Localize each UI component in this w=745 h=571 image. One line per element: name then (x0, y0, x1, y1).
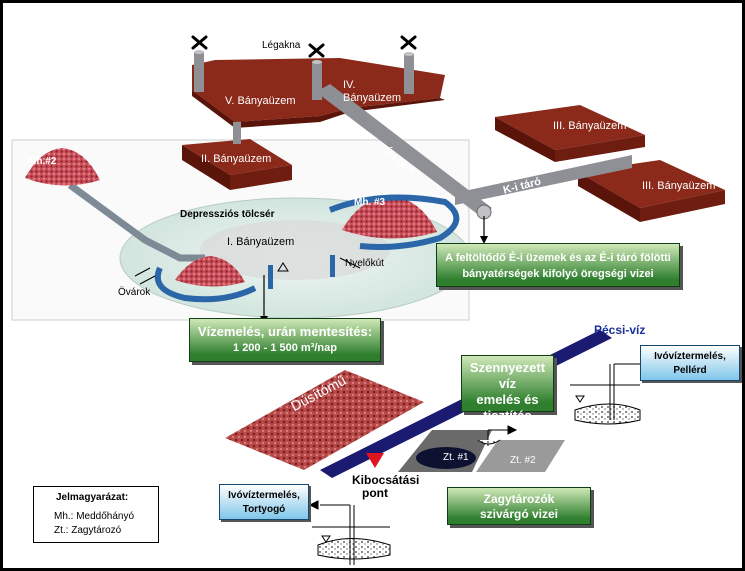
tailings-seepage-text-2: szivárgó vizei (479, 507, 559, 521)
tailings-seepage-box: Zagytározók szivárgó vizei (447, 487, 591, 525)
waste-pile-mh3 (342, 196, 437, 239)
legend-title: Jelmagyarázat: (56, 492, 129, 503)
river-label: Pécsi-víz (594, 323, 646, 337)
pellerd-text-2: Pellérd (673, 365, 707, 376)
ovarok-mark-1 (134, 267, 151, 277)
tortyogo-text-1: Ivóvíztermelés, (228, 490, 300, 501)
north-adit (316, 84, 492, 216)
nyelokut-pointer (339, 257, 361, 269)
ditch-label: Övárok (118, 287, 151, 298)
well-tortyogo (308, 500, 391, 565)
water-pumping-title: Vízemelés, urán mentesítés: (197, 324, 373, 339)
tailings-1-label: Zt. #1 (443, 452, 469, 463)
building-iii-b (578, 160, 725, 222)
felt-arrow-head (480, 236, 488, 244)
discharge-point-marker (366, 453, 384, 468)
connector-v-ii (233, 122, 241, 144)
tailings-2-label: Zt. #2 (510, 455, 536, 466)
banyauzem-i-label: I. Bányaüzem (227, 236, 295, 248)
tailings-2 (476, 440, 565, 472)
waste-pile-mh2 (25, 148, 100, 186)
legend-box: Jelmagyarázat: Mh.: Meddőhányó Zt.: Zagy… (33, 486, 159, 543)
building-iii-a (495, 105, 645, 162)
banyauzem-ii-label: II. Bányaüzem (201, 153, 272, 165)
legakna-label: Légakna (262, 40, 301, 51)
ovarok-mark-2 (139, 275, 156, 285)
mine-symbol-1 (191, 35, 208, 50)
contaminated-text-3: tisztítás (483, 408, 532, 423)
basin-floor (200, 220, 390, 280)
tailings-seepage-text-1: Zagytározók (483, 492, 555, 506)
well-blue-2 (268, 265, 273, 289)
well-triangle (277, 262, 289, 272)
tailings-1-water (416, 447, 476, 469)
ditch-mh3 (328, 194, 460, 250)
contaminated-water-box: Szennyezett víz emelés és tisztítás (461, 355, 554, 423)
processing-plant (225, 370, 424, 470)
mh3-label: Mh. #3 (354, 197, 386, 208)
legend-mh: Mh.: Meddőhányó (54, 511, 135, 522)
drinking-water-tortyogo-box: Ivóvíztermelés, Tortyogó (219, 484, 309, 520)
infiltration-text-2: bányatérségek kifolyó öregségi vizei (462, 268, 654, 280)
infiltration-water-box: A feltöltődő É-i üzemek és az É-i táró f… (436, 243, 680, 287)
drinking-water-pellerd-box: Ivóvíztermelés, Pellérd (640, 345, 740, 381)
mine-symbol-2 (308, 43, 325, 58)
depression-cone-label: Depressziós tölcsér (180, 209, 275, 220)
legend-zt: Zt.: Zagytározó (54, 525, 122, 536)
well-pellerd (570, 363, 641, 425)
banyauzem-iii-b-label: III. Bányaüzem (642, 180, 716, 192)
building-ii (182, 139, 292, 190)
ditch-i (154, 266, 257, 303)
banyauzem-iv-label-1: IV. (343, 79, 356, 91)
well-blue-1 (330, 255, 335, 277)
pellerd-text-1: Ivóvíztermelés, (654, 351, 726, 362)
shaft-right (404, 52, 414, 94)
discharge-label-2: pont (362, 486, 388, 500)
treatment-symbol (477, 425, 518, 446)
east-adit (455, 155, 632, 205)
banyauzem-v-label: V. Bányaüzem (225, 95, 296, 107)
banyauzem-iv-label-2: Bányaüzem (343, 92, 402, 104)
tortyogo-text-2: Tortyogó (242, 504, 286, 515)
shaft-left (194, 50, 204, 92)
nyelokut-label: Nyelőkút (345, 258, 384, 269)
infiltration-text-1: A feltöltődő É-i üzemek és az É-i táró f… (445, 252, 671, 264)
discharge-label-1: Kibocsátási (352, 473, 420, 487)
water-pumping-rate: 1 200 - 1 500 m³/nap (233, 342, 337, 354)
banyauzem-iii-a-label: III. Bányaüzem (553, 120, 627, 132)
water-pumping-box: Vízemelés, urán mentesítés: 1 200 - 1 50… (189, 318, 381, 362)
contaminated-text-1: Szennyezett víz (469, 360, 546, 391)
pipe-mh2 (67, 182, 205, 262)
contaminated-text-2: emelés és (476, 392, 539, 407)
mh2-label: Mh.#2 (28, 156, 57, 167)
shaft-center (312, 60, 322, 100)
mine-symbol-3 (400, 35, 417, 50)
waste-pile-i (175, 256, 245, 287)
